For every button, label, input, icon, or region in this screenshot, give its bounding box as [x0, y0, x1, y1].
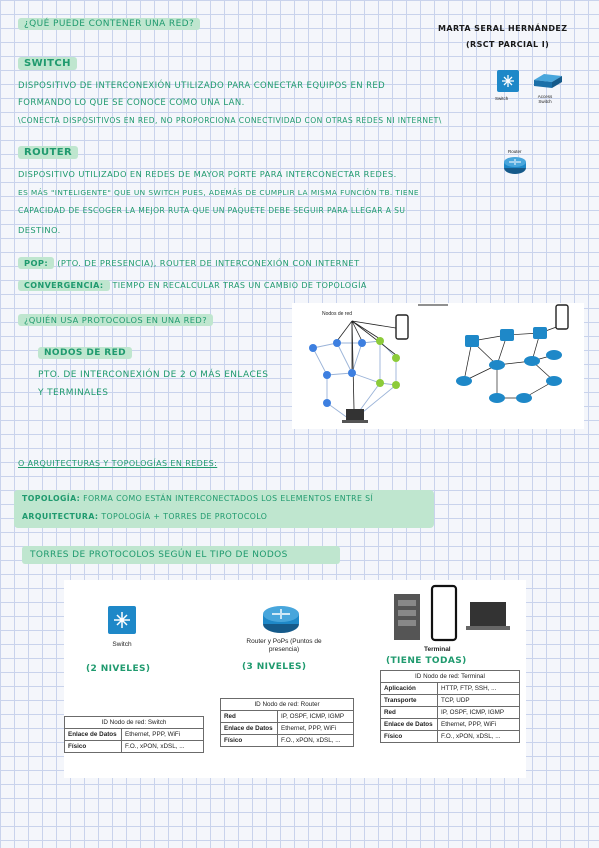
author-name: Marta Seral Hernández — [438, 24, 568, 33]
protocols-cell: Ethernet, PPP, WiFi — [437, 718, 520, 731]
nodes-title: Nodos de red — [38, 347, 133, 359]
towers-title: Torres de protocolos según el tipo de no… — [22, 546, 340, 564]
layer-cell: Red — [380, 706, 438, 719]
switch-line-3-text: \Conecta dispositivos en red, no proporc… — [18, 116, 442, 125]
router-line-3: capacidad de escoger la mejor ruta que u… — [18, 206, 406, 215]
architecture-term: Arquitectura: — [22, 512, 99, 521]
router-nodes — [456, 327, 562, 403]
smartphone-icon — [430, 584, 458, 642]
arch-title: o Arquitecturas y topologías en redes: — [18, 459, 218, 468]
switch-title: Switch — [18, 57, 77, 70]
layer-cell: Físico — [380, 730, 438, 743]
switch-icon-label: Switch — [495, 96, 509, 101]
convergence-term: Convergencia: — [18, 280, 110, 291]
topology-definition: Topología: Forma como están interconecta… — [22, 494, 373, 503]
layer-cell: Físico — [220, 734, 278, 747]
layer-cell: Enlace de Datos — [220, 722, 278, 735]
tower-router-caption: Router y PoPs (Puntos de presencia) — [246, 638, 322, 653]
layer-cell: Físico — [64, 740, 122, 753]
switch-table-title: ID Nodo de red: Switch — [64, 716, 204, 729]
laptop-icon — [342, 409, 368, 423]
tower-switch-caption: Switch — [112, 641, 132, 648]
router-line-2: Es más "inteligente" que un switch pues,… — [18, 188, 419, 197]
pop-text: (Pto. de presencia), router de intercone… — [57, 258, 360, 268]
tower-terminal-caption: Terminal — [424, 646, 451, 653]
terminal-table-title: ID Nodo de red: Terminal — [380, 670, 520, 683]
router-icon-label: Router — [508, 149, 522, 154]
protocols-cell: IP, OSPF, ICMP, IGMP — [277, 710, 354, 723]
layer-cell: Transporte — [380, 694, 438, 707]
diagram-nodes — [309, 337, 400, 407]
topology-term: Topología: — [22, 494, 81, 503]
layer-cell: Aplicación — [380, 682, 438, 695]
architecture-text: Topología + torres de protocolo — [101, 512, 268, 521]
network-diagram: Nodos de red — [292, 303, 584, 429]
tower-terminal-icons — [394, 584, 514, 648]
pop-term: PoP: — [18, 257, 55, 269]
diagram-label: Nodos de red — [322, 311, 353, 317]
layer-cell: Enlace de Datos — [380, 718, 438, 731]
protocols-cell: IP, OSPF, ICMP, IGMP — [437, 706, 520, 719]
protocols-cell: F.O., xPON, xDSL, ... — [121, 740, 204, 753]
pop-definition: PoP: (Pto. de presencia), router de inte… — [18, 257, 360, 269]
switch-line-3: \Conecta dispositivos en red, no proporc… — [18, 112, 442, 129]
architecture-definition: Arquitectura: Topología + torres de prot… — [22, 512, 267, 521]
network-diagram-svg — [309, 304, 569, 423]
tower-switch-note: (2 niveles) — [86, 664, 151, 674]
tower-router-icon — [262, 604, 300, 638]
access-switch-icon-label: Access Switch — [537, 94, 553, 104]
switch-line-1: Dispositivo de interconexión utilizado p… — [18, 81, 386, 91]
tower-router-note: (3 niveles) — [242, 662, 307, 672]
switch-device-icon — [497, 70, 519, 92]
header-question: ¿Qué puede contener una red? — [18, 18, 201, 30]
router-table-title: ID Nodo de red: Router — [220, 698, 354, 711]
layer-cell: Enlace de Datos — [64, 728, 122, 741]
router-title: Router — [18, 146, 79, 159]
convergence-definition: Convergencia: tiempo en recalcular tras … — [18, 280, 367, 291]
router-line-1: Dispositivo utilizado en redes de mayor … — [18, 169, 397, 179]
tower-switch-icon — [108, 606, 136, 634]
protocols-cell: TCP, UDP — [437, 694, 520, 707]
phone-icon-right — [555, 304, 569, 330]
router-device-icon — [503, 155, 527, 179]
protocols-cell: Ethernet, PPP, WiFi — [121, 728, 204, 741]
layer-cell: Red — [220, 710, 278, 723]
protocols-cell: F.O., xPON, xDSL, ... — [277, 734, 354, 747]
protocols-cell: F.O., xPON, xDSL, ... — [437, 730, 520, 743]
protocols-cell: Ethernet, PPP, WiFi — [277, 722, 354, 735]
protocol-towers: Switch (2 niveles) Router y PoPs (Puntos… — [64, 580, 526, 778]
switch-line-2: formando lo que se conoce como una LAN. — [18, 98, 245, 108]
topology-box — [14, 490, 434, 528]
router-line-4: destino. — [18, 225, 61, 235]
convergence-text: tiempo en recalcular tras un cambio de t… — [112, 281, 367, 290]
protocols-question: ¿Quién usa protocolos en una red? — [18, 314, 214, 326]
protocols-cell: HTTP, FTP, SSH, ... — [437, 682, 520, 695]
topology-text: Forma como están interconectados los ele… — [83, 494, 374, 503]
nodes-line-2: y terminales — [38, 388, 109, 398]
access-switch-icon — [532, 72, 564, 94]
nodes-line-1: Pto. de interconexión de 2 o más enlaces — [38, 370, 269, 380]
phone-icon — [395, 314, 409, 340]
author-subtitle: (RSCT Parcial I) — [466, 40, 550, 49]
tower-terminal-note: (tiene todas) — [386, 656, 467, 666]
laptop-screen-icon — [470, 602, 506, 626]
